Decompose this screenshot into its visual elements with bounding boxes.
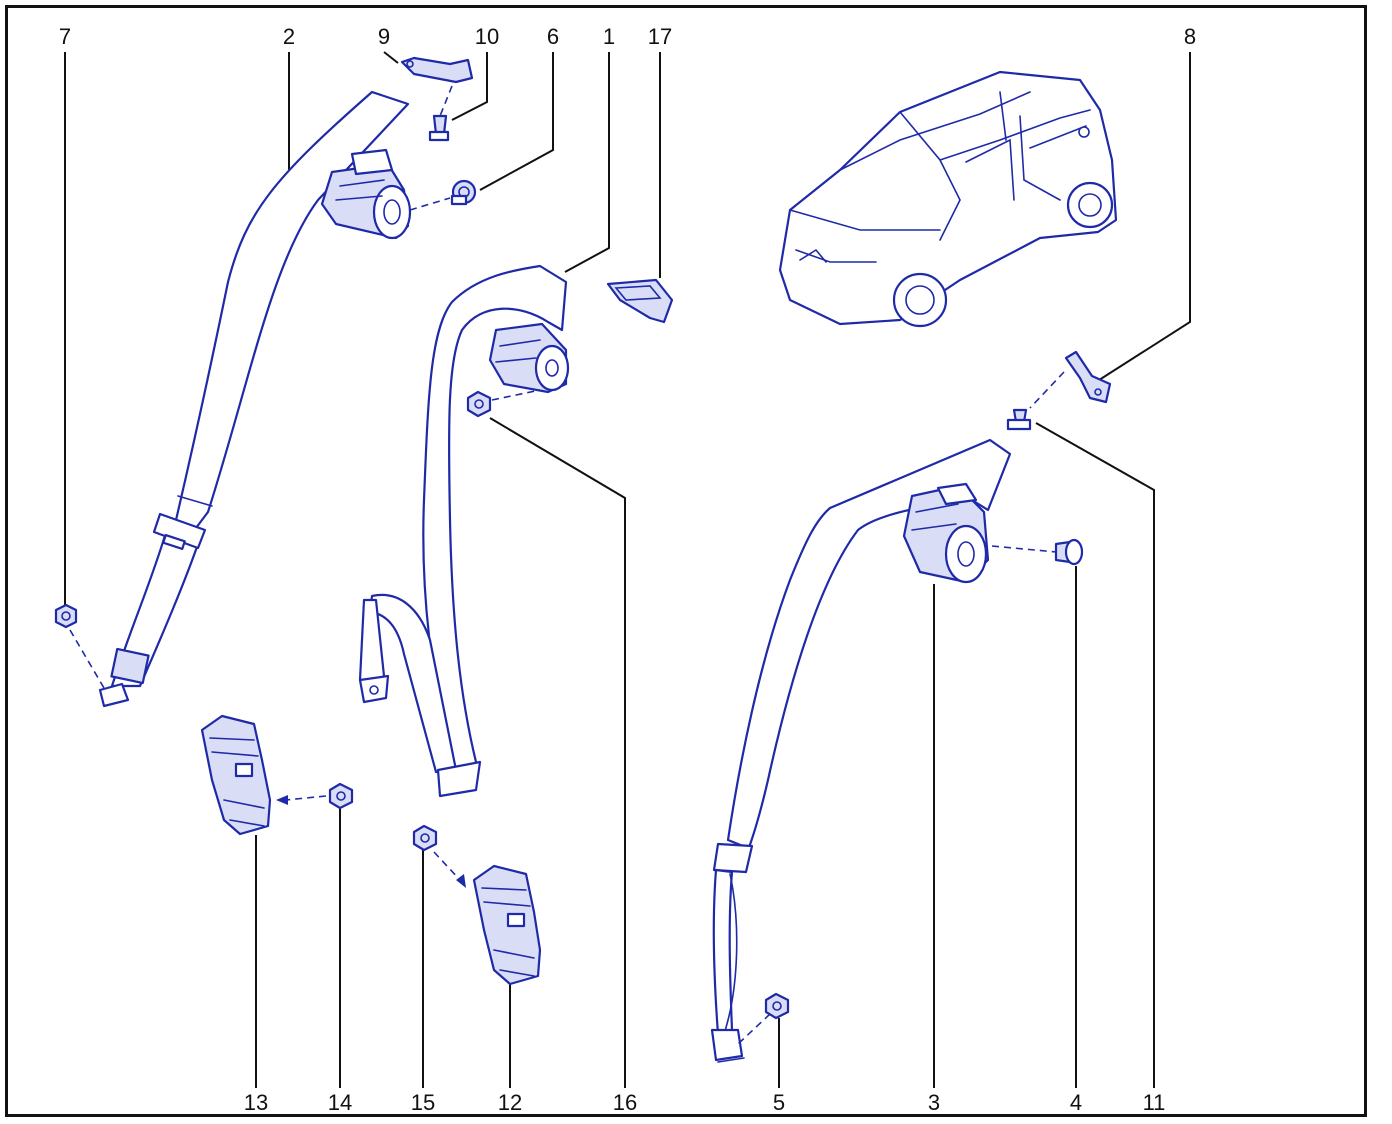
bracket-bolt-11 xyxy=(1006,371,1065,431)
retractor-bolt-6 xyxy=(409,179,477,211)
callout-1: 1 xyxy=(603,24,615,49)
right-retractor xyxy=(902,482,990,584)
callout-13: 13 xyxy=(244,1090,268,1115)
left-rear-seat-belt xyxy=(98,90,410,708)
center-seat-belt xyxy=(358,264,568,798)
callout-6: 6 xyxy=(547,24,559,49)
callout-7: 7 xyxy=(59,24,71,49)
callout-12: 12 xyxy=(498,1090,522,1115)
callout-17: 17 xyxy=(648,24,672,49)
center-retractor xyxy=(488,322,570,394)
buckle-nut-14 xyxy=(276,782,354,810)
retractor-bolt-4 xyxy=(991,538,1084,566)
anchor-nut-5 xyxy=(737,992,790,1045)
upper-anchor-bracket-8 xyxy=(1064,350,1112,404)
callout-3: 3 xyxy=(928,1090,940,1115)
right-rear-seat-belt xyxy=(710,438,1012,1063)
left-retractor xyxy=(320,148,412,240)
callout-14: 14 xyxy=(328,1090,352,1115)
leader-lines xyxy=(64,51,1191,1088)
callout-16: 16 xyxy=(613,1090,637,1115)
callout-8: 8 xyxy=(1184,24,1196,49)
callout-11: 11 xyxy=(1143,1090,1166,1115)
anchor-plate-9 xyxy=(400,56,474,84)
callout-15: 15 xyxy=(411,1090,435,1115)
anchor-nut-7 xyxy=(54,603,105,689)
callout-10: 10 xyxy=(475,24,499,49)
callout-5: 5 xyxy=(773,1090,785,1115)
trim-cover-17 xyxy=(606,278,674,324)
center-retractor-nut-16 xyxy=(466,389,541,418)
callout-2: 2 xyxy=(283,24,295,49)
diagram-frame xyxy=(5,5,1367,1117)
anchor-bolt-10 xyxy=(428,85,453,142)
buckle-nut-15 xyxy=(412,824,466,888)
callout-4: 4 xyxy=(1070,1090,1082,1115)
buckle-12 xyxy=(472,864,542,986)
buckle-13 xyxy=(200,714,272,836)
vehicle-illustration xyxy=(778,70,1118,328)
callout-9: 9 xyxy=(378,24,390,49)
